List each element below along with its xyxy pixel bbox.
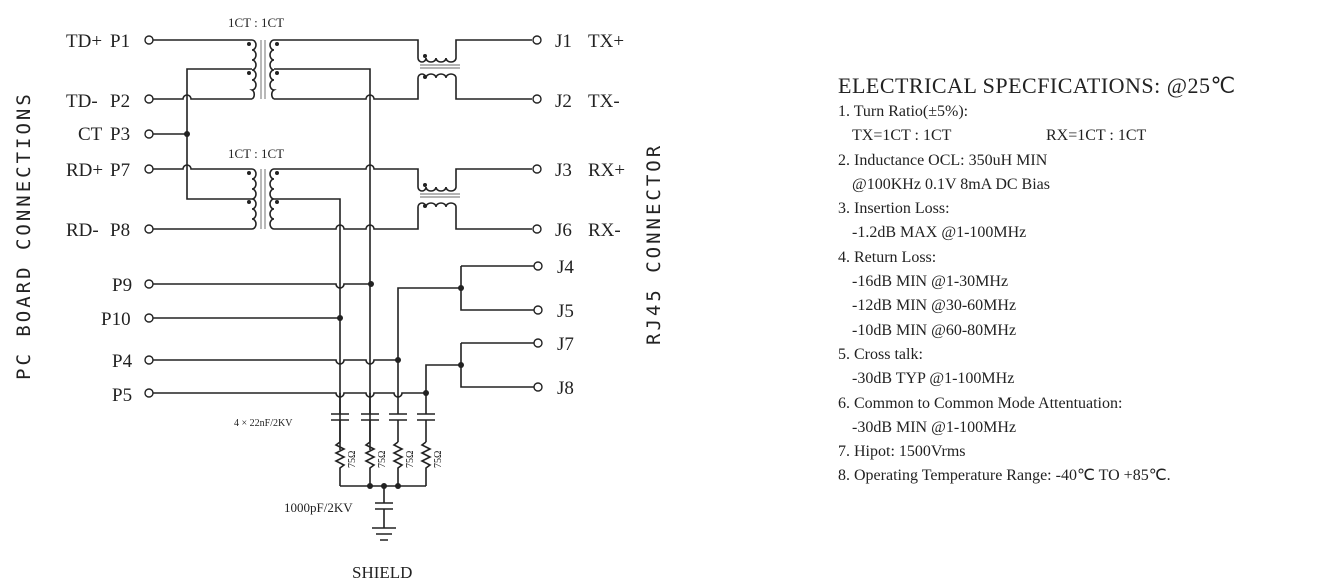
pin-p7: P7 <box>110 160 130 181</box>
terminal-j4 <box>533 261 543 271</box>
terminal-p8 <box>144 224 154 234</box>
pin-j6: J6 <box>555 220 572 241</box>
spec-item-6-detail: -30dB MIN @1-100MHz <box>852 418 1017 436</box>
resistor-label-1: 75Ω <box>347 451 358 468</box>
signal-rx-plus: RX+ <box>588 160 625 181</box>
terminal-j1 <box>532 35 542 45</box>
rx-transformer <box>153 131 532 450</box>
spec-item-4-detail-3: -10dB MIN @60-80MHz <box>852 321 1017 339</box>
rx-transformer-ratio: 1CT : 1CT <box>228 146 284 161</box>
spec-item-2: 2. Inductance OCL: 350uH MIN <box>838 151 1048 169</box>
pin-p5: P5 <box>112 385 132 406</box>
terminal-p2 <box>144 94 154 104</box>
turn-ratio-tx: TX=1CT : 1CT <box>852 127 952 145</box>
electrical-specifications: ELECTRICAL SPECFICATIONS: @25℃ 1. Turn R… <box>838 72 1236 489</box>
terminal-j5 <box>533 305 543 315</box>
spec-item-8: 8. Operating Temperature Range: -40℃ TO … <box>838 467 1171 485</box>
terminal-p7 <box>144 164 154 174</box>
signal-rd-plus: RD+ <box>66 160 103 181</box>
pin-p3: P3 <box>110 124 130 145</box>
shield-label: SHIELD <box>352 563 412 582</box>
signal-rx-minus: RX- <box>588 220 621 241</box>
left-pin-terminals <box>144 35 154 398</box>
signal-rd-minus: RD- <box>66 220 99 241</box>
terminal-p4 <box>144 355 154 365</box>
resistor-label-2: 75Ω <box>377 451 388 468</box>
signal-td-plus: TD+ <box>66 31 102 52</box>
tx-transformer-ratio: 1CT : 1CT <box>228 15 284 30</box>
junction-ct <box>184 131 190 137</box>
terminal-j7 <box>533 338 543 348</box>
turn-ratio-rx: RX=1CT : 1CT <box>1046 127 1147 145</box>
rj45-connector-label: RJ45 CONNECTOR <box>643 143 665 345</box>
spec-item-4-detail-1: -16dB MIN @1-30MHz <box>852 273 1009 291</box>
resistor-label-4: 75Ω <box>433 451 444 468</box>
pc-board-connections-label: PC BOARD CONNECTIONS <box>13 91 35 380</box>
bob-smith-termination <box>153 265 534 541</box>
spec-title: ELECTRICAL SPECFICATIONS: @25℃ <box>838 73 1236 98</box>
right-pin-terminals <box>532 35 543 392</box>
spec-item-5: 5. Cross talk: <box>838 345 923 363</box>
signal-tx-plus: TX+ <box>588 31 624 52</box>
terminal-p3 <box>144 129 154 139</box>
signal-td-minus: TD- <box>66 91 98 112</box>
spec-item-4-detail-2: -12dB MIN @30-60MHz <box>852 297 1017 315</box>
rc-column-2 <box>361 393 379 486</box>
right-pin-labels: J1 TX+ J2 TX- J3 RX+ J6 RX- J4 J5 J7 J8 <box>555 31 625 399</box>
spec-item-3-detail: -1.2dB MAX @1-100MHz <box>852 224 1027 242</box>
terminal-j8 <box>533 382 543 392</box>
left-pin-labels: TD+ P1 TD- P2 CT P3 RD+ P7 RD- P8 P9 P10… <box>66 31 133 406</box>
spec-item-7: 7. Hipot: 1500Vrms <box>838 443 966 461</box>
resistor-label-3: 75Ω <box>405 451 416 468</box>
terminal-p10 <box>144 313 154 323</box>
pin-p4: P4 <box>112 351 133 372</box>
shield-capacitor-label: 1000pF/2KV <box>284 500 353 515</box>
terminal-p9 <box>144 279 154 289</box>
spec-item-2-detail: @100KHz 0.1V 8mA DC Bias <box>852 175 1050 193</box>
pin-j7: J7 <box>557 334 574 355</box>
spec-item-1: 1. Turn Ratio(±5%): <box>838 103 969 120</box>
pin-j3: J3 <box>555 160 572 181</box>
spec-item-4: 4. Return Loss: <box>838 248 937 266</box>
pin-p10: P10 <box>101 309 131 330</box>
capacitor-array-label: 4 × 22nF/2KV <box>234 418 293 429</box>
pin-p2: P2 <box>110 91 130 112</box>
signal-ct: CT <box>78 124 103 145</box>
tx-transformer <box>153 39 532 450</box>
terminal-j3 <box>532 164 542 174</box>
pin-j2: J2 <box>555 91 572 112</box>
spec-item-6: 6. Common to Common Mode Attentuation: <box>838 394 1123 412</box>
pin-j1: J1 <box>555 31 572 52</box>
spec-item-3: 3. Insertion Loss: <box>838 200 950 218</box>
terminal-p1 <box>144 35 154 45</box>
terminal-j2 <box>532 94 542 104</box>
rc-column-3 <box>389 360 407 486</box>
terminal-j6 <box>532 224 542 234</box>
pin-p1: P1 <box>110 31 130 52</box>
rc-column-4 <box>417 393 435 486</box>
pin-j4: J4 <box>557 257 574 278</box>
spec-turn-ratio-values: TX=1CT : 1CT RX=1CT : 1CT <box>838 124 1236 148</box>
pin-j5: J5 <box>557 301 574 322</box>
rc-column-1 <box>331 393 349 486</box>
pin-j8: J8 <box>557 378 574 399</box>
pin-p9: P9 <box>112 275 132 296</box>
spec-item-5-detail: -30dB TYP @1-100MHz <box>852 370 1015 388</box>
terminal-p5 <box>144 388 154 398</box>
pin-p8: P8 <box>110 220 130 241</box>
signal-tx-minus: TX- <box>588 91 620 112</box>
